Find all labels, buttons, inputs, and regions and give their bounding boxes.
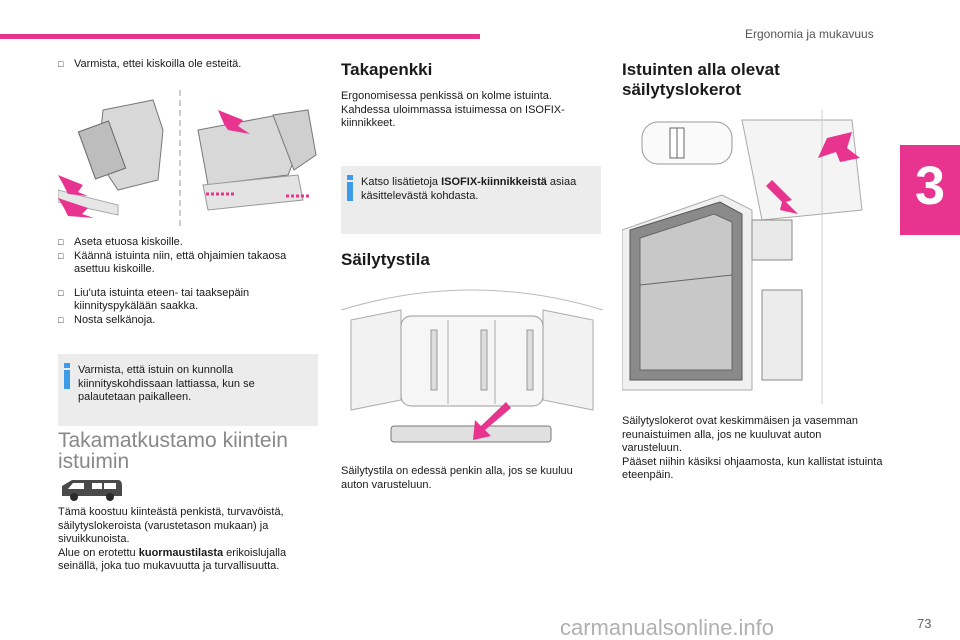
watermark: carmanualsonline.info bbox=[560, 615, 775, 640]
list-item: □Liu'uta istuinta eteen- tai taaksepäin … bbox=[58, 287, 320, 314]
van-icon bbox=[62, 480, 122, 501]
bench-storage-illustration bbox=[341, 280, 603, 450]
header-accent-bar bbox=[0, 34, 480, 39]
chapter-tab bbox=[900, 145, 960, 235]
bullet-text: Nosta selkänoja. bbox=[74, 313, 156, 326]
rear-cabin-heading: Takamatkustamo kiintein istuimin bbox=[58, 429, 288, 473]
storage-description: Säilytystila on edessä penkin alla, jos … bbox=[341, 465, 573, 491]
note-text: Katso lisätietoja ISOFIX-kiinnikkeistä a… bbox=[361, 176, 577, 202]
seat-illustration bbox=[58, 90, 320, 228]
steps-block: □Aseta etuosa kiskoille. □Käännä istuint… bbox=[58, 236, 320, 327]
paragraph: Pääset niihin käsiksi ohjaamosta, kun ka… bbox=[622, 455, 883, 482]
column-left: □Varmista, ettei kiskoilla ole esteitä. bbox=[58, 58, 320, 72]
bullet-text: Käännä istuinta niin, että ohjaimien tak… bbox=[74, 249, 287, 276]
list-item: □Nosta selkänoja. bbox=[58, 313, 156, 326]
list-item: □Käännä istuinta niin, että ohjaimien ta… bbox=[58, 250, 320, 277]
info-icon bbox=[64, 363, 70, 389]
isofix-note: Katso lisätietoja ISOFIX-kiinnikkeistä a… bbox=[341, 166, 601, 234]
section-title: Ergonomia ja mukavuus bbox=[745, 27, 874, 41]
info-icon bbox=[347, 175, 353, 201]
list-item: □Aseta etuosa kiskoille. bbox=[58, 236, 183, 248]
note-text: Varmista, että istuin on kunnolla kiinni… bbox=[78, 364, 255, 403]
paragraph: Alue on erotettu kuormaustilasta erikois… bbox=[58, 546, 287, 573]
storage-heading: Säilytystila bbox=[341, 250, 430, 269]
chapter-number: 3 bbox=[914, 156, 946, 216]
rear-bench-description: Ergonomisessa penkissä on kolme istuinta… bbox=[341, 90, 565, 129]
underseat-storage-heading: Istuinten alla olevat säilytyslokerot bbox=[622, 60, 780, 99]
paragraph: Säilytyslokerot ovat keskimmäisen ja vas… bbox=[622, 415, 858, 454]
page-number: 73 bbox=[917, 616, 932, 631]
rear-cabin-description: Tämä koostuu kiinteästä penkistä, turvav… bbox=[58, 506, 320, 574]
underseat-storage-description: Säilytyslokerot ovat keskimmäisen ja vas… bbox=[622, 415, 884, 483]
bullet-text: Aseta etuosa kiskoille. bbox=[74, 236, 183, 248]
underseat-storage-illustration bbox=[622, 110, 884, 404]
paragraph: Tämä koostuu kiinteästä penkistä, turvav… bbox=[58, 506, 284, 545]
bullet-text: Liu'uta istuinta eteen- tai taaksepäin k… bbox=[74, 286, 250, 313]
bullet-text: Varmista, ettei kiskoilla ole esteitä. bbox=[74, 58, 242, 70]
info-note: Varmista, että istuin on kunnolla kiinni… bbox=[58, 354, 318, 426]
list-item: □Varmista, ettei kiskoilla ole esteitä. bbox=[58, 58, 242, 70]
rear-bench-heading: Takapenkki bbox=[341, 60, 433, 79]
